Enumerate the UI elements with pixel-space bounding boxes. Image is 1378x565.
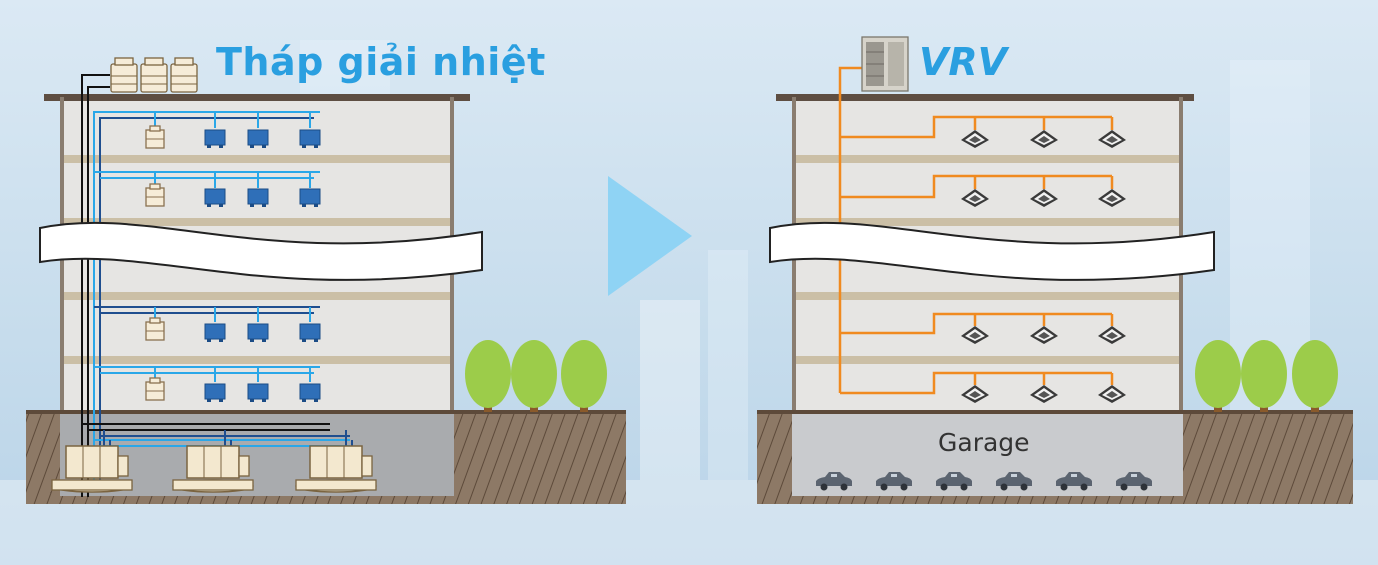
- floor-row: [145, 172, 321, 208]
- floor-row: [145, 307, 321, 343]
- ground-right-outer: [1183, 410, 1353, 504]
- fan-coil-icon: [299, 129, 321, 149]
- fan-coil-icon: [299, 383, 321, 403]
- cooling-tower-icon: [170, 57, 198, 93]
- fan-coil-icon: [204, 383, 226, 403]
- fan-coil-icon: [204, 129, 226, 149]
- fan-coil-icon: [247, 323, 269, 343]
- section-break-left: [39, 221, 483, 281]
- fan-coil-icon: [204, 323, 226, 343]
- fan-coil-icon: [204, 188, 226, 208]
- chiller-group: [51, 445, 377, 493]
- vrv-outdoor-unit-icon: [861, 36, 909, 92]
- play-triangle-icon: [608, 176, 692, 296]
- right-building: [757, 36, 1353, 504]
- fan-coil-icon: [247, 383, 269, 403]
- floor-row: [145, 367, 321, 403]
- left-building: [26, 57, 626, 504]
- vrv-system-title: VRV: [919, 40, 1008, 84]
- fan-coil-icon: [299, 188, 321, 208]
- fan-coil-icon: [299, 323, 321, 343]
- section-break-right: [769, 221, 1215, 281]
- fan-coil-icon: [247, 129, 269, 149]
- floor-row: [145, 112, 321, 149]
- cooling-tower-group: [110, 57, 198, 93]
- cooling-tower-icon: [110, 57, 138, 93]
- right-roof: [776, 94, 1194, 101]
- cooling-tower-system-title: Tháp giải nhiệt: [216, 40, 546, 84]
- cooling-tower-icon: [140, 57, 168, 93]
- left-roof: [44, 94, 470, 101]
- garage-label: Garage: [938, 428, 1030, 457]
- fan-coil-icon: [247, 188, 269, 208]
- ground-left-outer: [454, 410, 626, 504]
